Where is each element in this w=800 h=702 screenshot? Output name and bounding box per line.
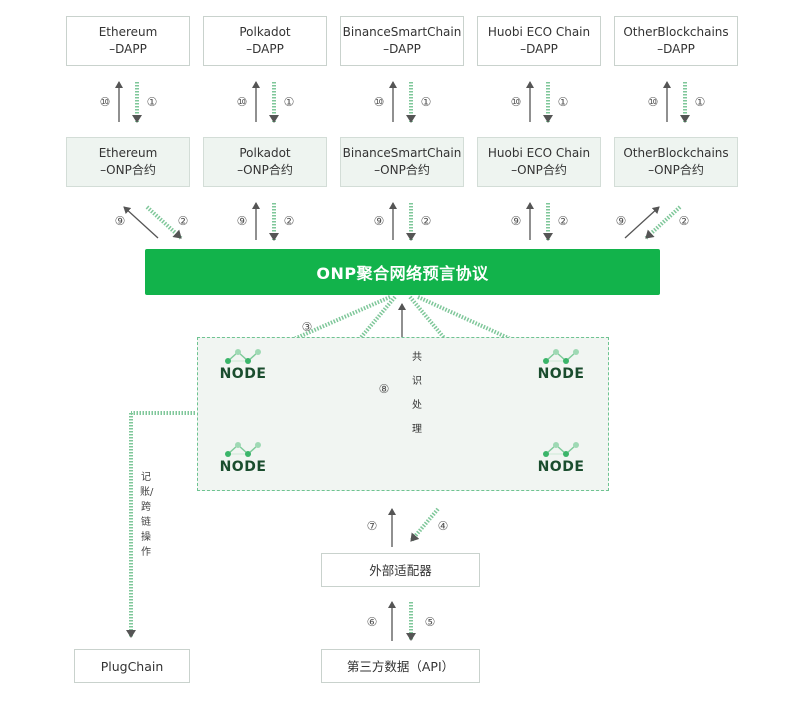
step-10-label: ⑩ — [647, 95, 659, 109]
dapp-name: BinanceSmartChain — [342, 25, 462, 39]
dapp-suffix: –DAPP — [657, 42, 695, 56]
contract-box-binance: BinanceSmartChain –ONP合约 — [340, 137, 464, 187]
node-cluster — [197, 337, 609, 491]
contract-name: Ethereum — [98, 146, 158, 160]
node-label: NODE — [219, 366, 267, 382]
contract-suffix: –ONP合约 — [100, 163, 156, 177]
contract-name: BinanceSmartChain — [342, 146, 462, 160]
node-label: NODE — [537, 459, 585, 475]
step-9-label: ⑨ — [236, 214, 248, 228]
node-top-right: NODE — [536, 348, 586, 382]
contract-box-polkadot: Polkadot –ONP合约 — [203, 137, 327, 187]
step-1-label: ① — [420, 95, 432, 109]
step-10-label: ⑩ — [510, 95, 522, 109]
step-9-label: ⑨ — [114, 214, 126, 228]
node-network-icon — [543, 442, 579, 457]
contract-name: Polkadot — [239, 146, 291, 160]
step-9-label: ⑨ — [615, 214, 627, 228]
third-party-api-box: 第三方数据（API） — [321, 649, 480, 683]
dapp-suffix: –DAPP — [520, 42, 558, 56]
contract-suffix: –ONP合约 — [648, 163, 704, 177]
contract-suffix: –ONP合约 — [237, 163, 293, 177]
node-top-left: NODE — [218, 348, 268, 382]
step-2-label: ② — [177, 214, 189, 228]
dapp-box-ethereum: Ethereum –DAPP — [66, 16, 190, 66]
step-2-label: ② — [678, 214, 690, 228]
step-1-label: ① — [557, 95, 569, 109]
step-1-label: ① — [283, 95, 295, 109]
node-bottom-right: NODE — [536, 441, 586, 475]
dapp-suffix: –DAPP — [383, 42, 421, 56]
node-label: NODE — [537, 366, 585, 382]
step-1-label: ① — [694, 95, 706, 109]
contract-box-huobi: Huobi ECO Chain –ONP合约 — [477, 137, 601, 187]
contract-suffix: –ONP合约 — [511, 163, 567, 177]
arrow-nodes-to-adapter — [409, 507, 440, 543]
step-6-label: ⑥ — [366, 615, 378, 629]
arrow-return-to-contract — [123, 206, 159, 239]
step-10-label: ⑩ — [99, 95, 111, 109]
node-network-icon — [225, 442, 261, 457]
step-8-label: ⑧ — [378, 382, 390, 396]
step-10-label: ⑩ — [236, 95, 248, 109]
step-2-label: ② — [420, 214, 432, 228]
node-network-icon — [225, 349, 261, 364]
dapp-box-binance: BinanceSmartChain –DAPP — [340, 16, 464, 66]
step-1-label: ① — [146, 95, 158, 109]
contract-box-ethereum: Ethereum –ONP合约 — [66, 137, 190, 187]
side-operation-label: 记账/跨链操作 — [140, 472, 154, 558]
step-3-label: ③ — [301, 320, 313, 334]
consensus-label: 共识处理 — [412, 352, 422, 435]
step-4-label: ④ — [437, 519, 449, 533]
step-7-label: ⑦ — [366, 519, 378, 533]
step-5-label: ⑤ — [424, 615, 436, 629]
contract-box-other: OtherBlockchains –ONP合约 — [614, 137, 738, 187]
onp-protocol-bar: ONP聚合网络预言协议 — [145, 249, 660, 295]
contract-suffix: –ONP合约 — [374, 163, 430, 177]
dapp-box-huobi: Huobi ECO Chain –DAPP — [477, 16, 601, 66]
step-9-label: ⑨ — [373, 214, 385, 228]
step-2-label: ② — [283, 214, 295, 228]
step-10-label: ⑩ — [373, 95, 385, 109]
dapp-suffix: –DAPP — [109, 42, 147, 56]
node-bottom-left: NODE — [218, 441, 268, 475]
external-adapter-box: 外部适配器 — [321, 553, 480, 587]
dapp-box-polkadot: Polkadot –DAPP — [203, 16, 327, 66]
dapp-suffix: –DAPP — [246, 42, 284, 56]
arrow-return-to-contract — [624, 206, 660, 239]
dapp-name: Ethereum — [98, 25, 158, 39]
dapp-name: Huobi ECO Chain — [487, 25, 591, 39]
contract-name: OtherBlockchains — [623, 146, 729, 160]
dapp-box-other: OtherBlockchains –DAPP — [614, 16, 738, 66]
step-9-label: ⑨ — [510, 214, 522, 228]
dapp-name: Polkadot — [239, 25, 291, 39]
plugchain-box: PlugChain — [74, 649, 190, 683]
node-network-icon — [543, 349, 579, 364]
node-label: NODE — [219, 459, 267, 475]
dapp-name: OtherBlockchains — [623, 25, 729, 39]
arrow-request-to-bar — [644, 205, 682, 240]
contract-name: Huobi ECO Chain — [487, 146, 591, 160]
step-2-label: ② — [557, 214, 569, 228]
